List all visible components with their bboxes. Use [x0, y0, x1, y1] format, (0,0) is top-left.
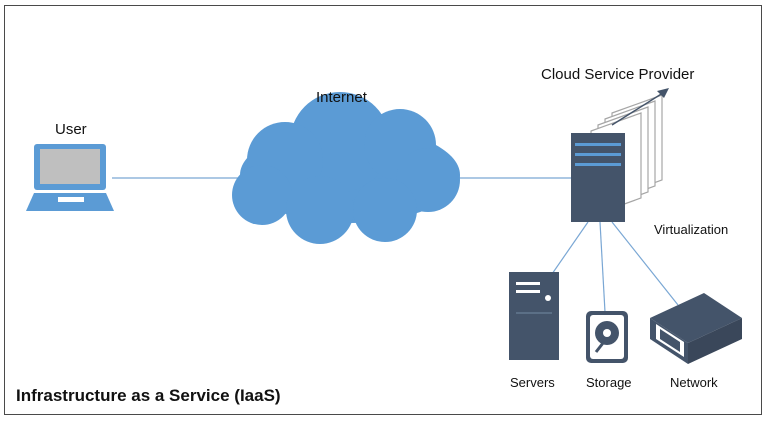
diagram-title: Infrastructure as a Service (IaaS)	[16, 386, 281, 405]
server-stack-icon	[571, 88, 669, 222]
connector-provider-network	[611, 221, 679, 306]
connector-provider-storage	[599, 221, 606, 313]
cloud-icon	[232, 92, 460, 244]
servers-label: Servers	[510, 375, 555, 390]
virtualization-label: Virtualization	[654, 222, 729, 237]
connector-provider-servers	[551, 221, 589, 275]
storage-label: Storage	[586, 375, 632, 390]
network-label: Network	[670, 375, 718, 390]
user-label: User	[55, 121, 87, 138]
cloud-service-provider-label: Cloud Service Provider	[541, 66, 695, 83]
tower-server-icon	[509, 272, 559, 360]
network-device-icon	[650, 293, 742, 364]
laptop-icon	[26, 144, 114, 211]
internet-label: Internet	[316, 89, 367, 106]
connectors	[112, 177, 679, 313]
hard-drive-icon	[586, 311, 628, 363]
